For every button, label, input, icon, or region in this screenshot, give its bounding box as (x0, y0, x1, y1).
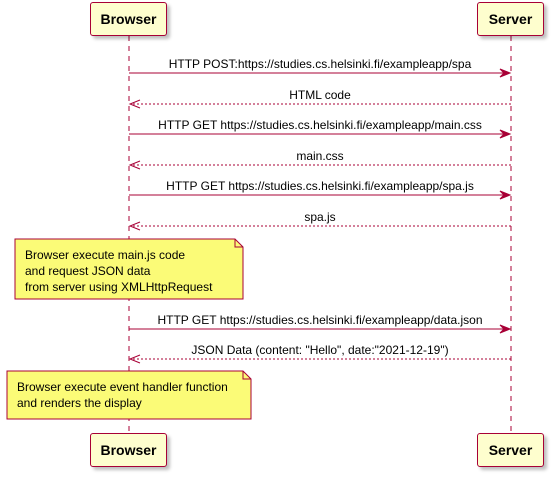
arrowhead-5 (128, 221, 141, 231)
participant-server-bottom: Server (477, 433, 544, 467)
note-line: Browser execute main.js code (25, 248, 186, 262)
participant-server-top: Server (477, 2, 544, 36)
participant-browser-top: Browser (90, 2, 167, 36)
message-label: HTTP GET https://studies.cs.helsinki.fi/… (166, 179, 474, 193)
note-box-6 (14, 238, 244, 300)
note-text: Browser execute event handler function an… (7, 371, 251, 411)
participant-browser-bottom: Browser (90, 433, 167, 467)
message-label: spa.js (304, 210, 336, 224)
message-label: main.css (296, 149, 344, 163)
arrowhead-0 (499, 68, 512, 78)
arrowhead-2 (499, 129, 512, 139)
arrowhead-8 (128, 354, 141, 364)
arrowhead-4 (499, 190, 512, 200)
note-line: and request JSON data (25, 264, 151, 278)
message-label: HTTP GET https://studies.cs.helsinki.fi/… (158, 118, 482, 132)
message-label: HTML code (289, 88, 351, 102)
message-label: JSON Data (content: "Hello", date:"2021-… (191, 343, 449, 357)
note-line: from server using XMLHttpRequest (25, 280, 213, 294)
note-fold-6 (234, 239, 243, 248)
note-line: Browser execute event handler function (17, 380, 228, 394)
note-line: and renders the display (17, 396, 142, 410)
arrowhead-7 (499, 324, 512, 334)
note-fold-9 (242, 371, 251, 380)
message-label: HTTP POST:https://studies.cs.helsinki.fi… (168, 57, 472, 71)
arrowhead-1 (128, 99, 141, 109)
arrowhead-3 (128, 160, 141, 170)
message-label: HTTP GET https://studies.cs.helsinki.fi/… (157, 313, 483, 327)
note-text: Browser execute main.js code and request … (15, 239, 243, 295)
note-box-9 (6, 370, 252, 420)
